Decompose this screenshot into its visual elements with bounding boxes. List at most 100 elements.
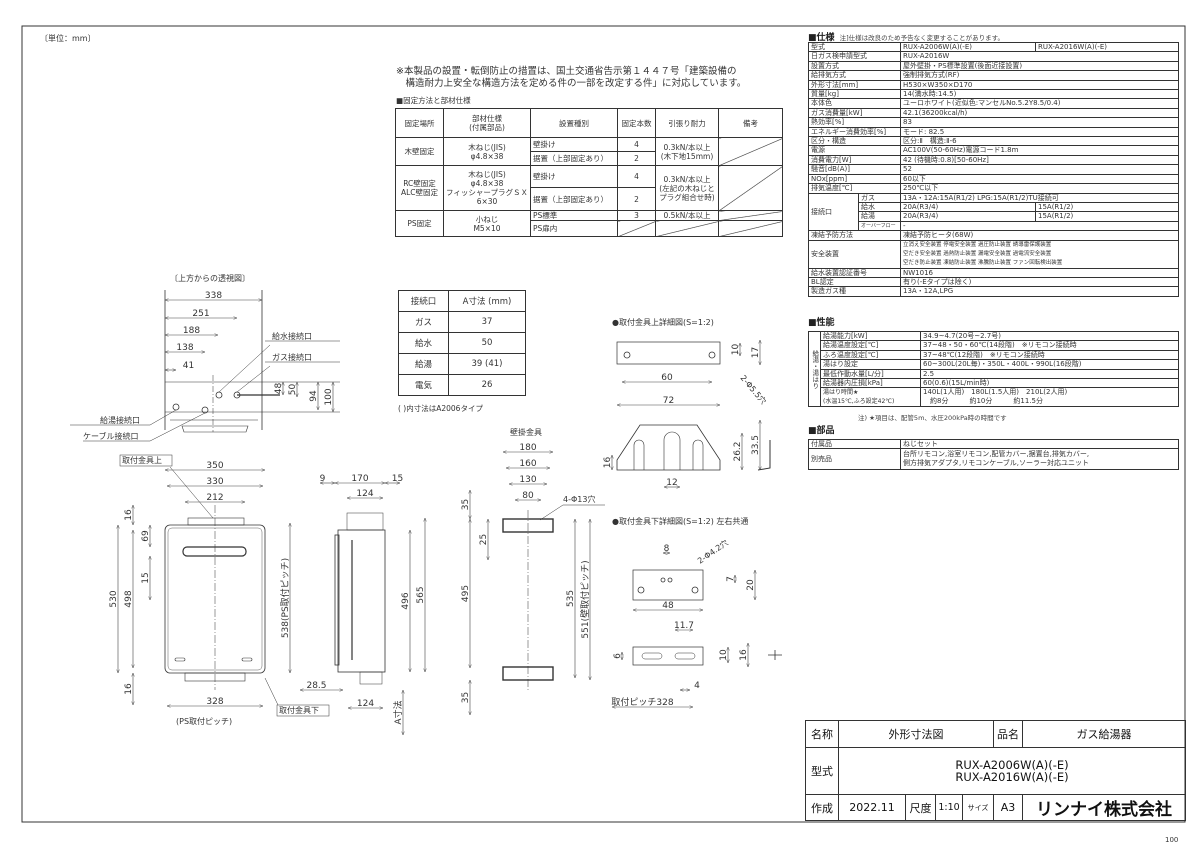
- dimension-value: 94: [309, 390, 319, 402]
- dimension-value: 160: [519, 459, 536, 469]
- performance-row: 湯はり時間★ (水温15℃,ふろ設定42℃)140L(1人用) 180L(1.5…: [809, 387, 1179, 408]
- spec-sublabel: ガス: [858, 192, 901, 203]
- spec-label: 騒音[dB(A)]: [808, 164, 901, 175]
- performance-row: ふろ温度設定[℃]37~48℃(12段階) ※リモコン接続時: [809, 349, 1179, 361]
- dimension-value: 11.7: [674, 621, 694, 631]
- dimension-value: 188: [183, 326, 200, 336]
- ps-type-door: PS扉内: [530, 220, 618, 237]
- spec-row: 安全装置立消え安全装置 停電安全装置 過圧防止装置 誘導雷保護装置 空だき安全装…: [808, 239, 1179, 269]
- spec-value-2: 15A(R1/2): [1035, 201, 1179, 213]
- dimension-value: 565: [416, 586, 426, 603]
- label-ps-pitch: (PS取付ピッチ): [176, 716, 232, 726]
- sheet-number: 100: [1165, 836, 1178, 844]
- performance-value: 37~48℃(12段階) ※リモコン接続時: [920, 349, 1179, 361]
- spec-label: エネルギー消費効率[%]: [808, 126, 901, 138]
- spec-value: RUX-A2006W(A)(-E): [900, 41, 1036, 53]
- dimension-value: 72: [663, 396, 674, 406]
- lower-detail-title: ●取付金具下詳細図(S=1:2) 左右共通: [612, 516, 748, 526]
- spec-label: 質量[kg]: [808, 89, 901, 100]
- spec-label: BL認定: [808, 276, 901, 288]
- dimension-value: 551(壁取付ピッチ): [579, 560, 591, 638]
- spec-value: 屋外壁掛・PS標準設置(後面近接設置): [900, 60, 1179, 72]
- name-label: 名称: [805, 720, 839, 748]
- spec-row: ガス消費量[kW]42.1(36200kcal/h): [808, 107, 1179, 119]
- scale-label: 尺度: [905, 794, 936, 821]
- dimension-value: 10: [731, 344, 741, 356]
- top-view-title: 〔上方からの透視図〕: [170, 273, 250, 283]
- label-gas-inlet: ガス接続口: [272, 352, 312, 362]
- rc-count-floor: 2: [617, 187, 656, 211]
- spec-row: 区分・構造区分:Ⅱ 構造:Ⅱ-6: [808, 136, 1179, 147]
- ps-count-standard: 3: [617, 210, 656, 221]
- spec-value: 13A・12A,LPG: [900, 286, 1179, 297]
- parts-value: ねじセット: [900, 438, 1179, 450]
- performance-value: 34.9~4.7(20号~2.7号): [920, 330, 1179, 342]
- dimension-value: 4: [694, 681, 700, 691]
- spec-row: エネルギー消費効率[%]モード: 82.5: [808, 126, 1179, 138]
- spec-value: 42.1(36200kcal/h): [900, 107, 1179, 119]
- performance-group-label: 給湯・湯はり: [808, 330, 821, 408]
- performance-label: 湯はり設定: [820, 359, 921, 370]
- parts-row: 付属品ねじセット: [808, 438, 1179, 450]
- dimension-value: 100: [324, 388, 334, 405]
- spec-row: 給排気方式強制排気方式(RF): [808, 70, 1179, 81]
- product-name: ガス給湯器: [1022, 720, 1186, 748]
- dimension-value: 124: [356, 489, 373, 499]
- spec-label: 設置方式: [808, 60, 901, 72]
- dimension-value: 15: [392, 474, 403, 484]
- size-value: A3: [993, 794, 1023, 821]
- spec-row: 外形寸法[mm]H530×W350×D170: [808, 79, 1179, 91]
- label-bracket-bottom: 取付金具下: [279, 705, 319, 715]
- spec-row: 熱効率[%]83: [808, 117, 1179, 128]
- spec-value: 強制排気方式(RF): [900, 70, 1179, 81]
- port-name: ガス: [398, 311, 449, 333]
- spec-value: AC100V(50-60Hz)電源コード1.8m: [900, 145, 1179, 156]
- dimension-value: 16: [739, 649, 749, 661]
- size-label: サイズ: [962, 794, 994, 821]
- dimension-value: 50: [288, 384, 298, 396]
- spec-row: 凍結予防方法凍結予防ヒータ(68W): [808, 230, 1179, 241]
- dimension-value: 25: [479, 534, 489, 545]
- spec-value-2: 15A(R1/2): [1035, 211, 1179, 222]
- dimension-value: 80: [522, 491, 534, 501]
- header-material: 部材仕様 (付属部品): [443, 108, 531, 138]
- spec-title: ■仕様: [808, 33, 835, 43]
- a-dimension: 50: [448, 332, 526, 354]
- header-install-type: 設置種別: [530, 108, 618, 138]
- spec-row: NOx[ppm]60以下: [808, 173, 1179, 185]
- spec-label: 日ガス検申請型式: [808, 51, 901, 62]
- dimension-value: A寸法: [392, 700, 404, 724]
- parts-label: 付属品: [808, 438, 901, 450]
- dimension-value: 251: [192, 309, 209, 319]
- dimension-value: 16: [603, 457, 613, 469]
- spec-row: 設置方式屋外壁掛・PS標準設置(後面近接設置): [808, 60, 1179, 72]
- spec-row: 消費電力[W]42 (待機時:0.8)[50-60Hz]: [808, 154, 1179, 166]
- dimension-value: 35: [461, 499, 471, 510]
- spec-value: 14(満水時:14.5): [900, 89, 1179, 100]
- performance-label: 給湯能力[kW]: [820, 330, 921, 342]
- dimension-value: 12: [666, 478, 677, 488]
- rc-place: RC壁固定 ALC壁固定: [395, 165, 444, 211]
- ps-type-standard: PS標準: [530, 210, 618, 221]
- spec-label: 安全装置: [808, 239, 901, 269]
- spec-label: 排気温度[℃]: [808, 183, 901, 194]
- dimension-value: 124: [357, 699, 374, 709]
- dimension-value: 7: [726, 576, 736, 582]
- dimension-value: 33.5: [751, 435, 761, 455]
- dimension-value: 16: [124, 509, 134, 521]
- performance-table: 給湯・湯はり給湯能力[kW]34.9~4.7(20号~2.7号)給湯温度設定[℃…: [808, 330, 1179, 408]
- spec-value: 250℃以下: [900, 183, 1179, 194]
- drawing-frame: [21, 25, 1186, 823]
- wood-count-floor: 2: [617, 151, 656, 166]
- spec-label: 区分・構造: [808, 136, 901, 147]
- spec-value: 13A・12A:15A(R1/2) LPG:15A(R1/2)TU接続可: [900, 192, 1179, 203]
- spec-label: 電源: [808, 145, 901, 156]
- spec-value: 立消え安全装置 停電安全装置 過圧防止装置 誘導雷保護装置 空だき安全装置 過熱…: [900, 239, 1179, 269]
- dimension-value: 338: [205, 291, 222, 301]
- ps-count-door: [617, 220, 656, 237]
